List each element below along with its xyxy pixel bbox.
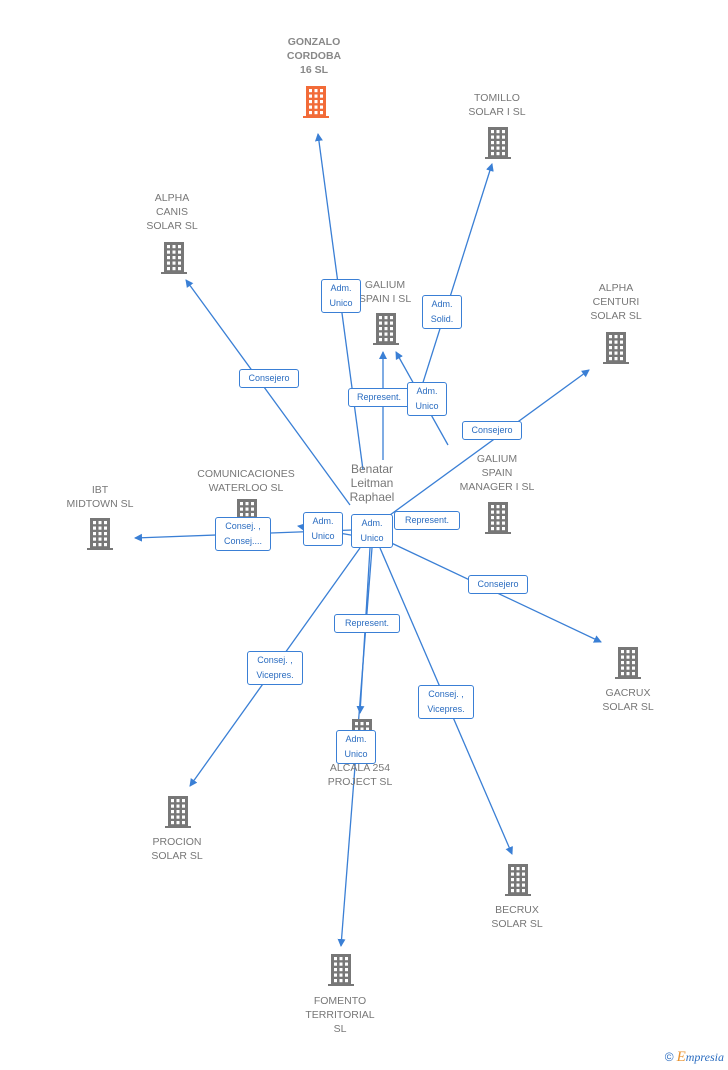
copyright-icon: © <box>664 1050 674 1064</box>
person-name[interactable]: Benatar Leitman Raphael <box>349 462 395 504</box>
company-name-gacrux[interactable]: GACRUX SOLAR SL <box>602 687 654 713</box>
relationship-edge <box>389 369 590 516</box>
relationship-label: Represent. <box>394 511 460 530</box>
building-icon[interactable] <box>87 518 113 550</box>
company-name-ibt[interactable]: IBT MIDTOWN SL <box>66 484 134 510</box>
relationship-label: Adm. Unico <box>351 514 393 548</box>
building-icon[interactable] <box>328 954 354 986</box>
building-icon[interactable] <box>303 86 329 118</box>
relationship-edge <box>419 163 494 393</box>
building-icon[interactable] <box>603 332 629 364</box>
company-name-gonzalo[interactable]: GONZALO CORDOBA 16 SL <box>286 36 342 76</box>
building-icon[interactable] <box>485 502 511 534</box>
brand-logo-text: mpresia <box>685 1050 724 1064</box>
building-icon[interactable] <box>373 313 399 345</box>
company-name-alpha-canis[interactable]: ALPHA CANIS SOLAR SL <box>146 192 198 232</box>
relationship-label: Consej. , Consej.... <box>215 517 271 551</box>
relationship-label: Consejero <box>468 575 528 594</box>
building-icon[interactable] <box>505 864 531 896</box>
company-name-procion[interactable]: PROCION SOLAR SL <box>151 836 203 862</box>
relationship-edge <box>185 279 351 506</box>
company-name-alpha-centuri[interactable]: ALPHA CENTURI SOLAR SL <box>590 282 642 322</box>
company-name-galium[interactable]: GALIUM SPAIN I SL <box>358 279 412 305</box>
brand-logo-initial: E <box>676 1049 686 1065</box>
relationship-label: Adm. Unico <box>321 279 361 313</box>
relationship-label: Represent. <box>334 614 400 633</box>
brand-footer: ©Empresia <box>665 1049 724 1066</box>
company-name-alcala[interactable]: ALCALA 254 PROJECT SL <box>327 762 393 788</box>
relationship-label: Adm. Solid. <box>422 295 462 329</box>
relationship-label: Consej. , Vicepres. <box>247 651 303 685</box>
relationship-label: Consejero <box>239 369 299 388</box>
building-icon[interactable] <box>485 127 511 159</box>
company-name-comunicaciones[interactable]: COMUNICACIONES WATERLOO SL <box>197 468 295 494</box>
relationship-label: Consejero <box>462 421 522 440</box>
company-name-galium-mgr[interactable]: GALIUM SPAIN MANAGER I SL <box>459 453 535 493</box>
building-icon[interactable] <box>161 242 187 274</box>
building-icon[interactable] <box>165 796 191 828</box>
relationship-label: Adm. Unico <box>336 730 376 764</box>
company-name-becrux[interactable]: BECRUX SOLAR SL <box>491 904 543 930</box>
company-name-fomento[interactable]: FOMENTO TERRITORIAL SL <box>305 995 375 1035</box>
relationship-label: Represent. <box>348 388 410 407</box>
relationship-label: Adm. Unico <box>303 512 343 546</box>
company-name-tomillo[interactable]: TOMILLO SOLAR I SL <box>468 92 526 118</box>
relationship-label: Adm. Unico <box>407 382 447 416</box>
building-icon[interactable] <box>615 647 641 679</box>
relationship-label: Consej. , Vicepres. <box>418 685 474 719</box>
